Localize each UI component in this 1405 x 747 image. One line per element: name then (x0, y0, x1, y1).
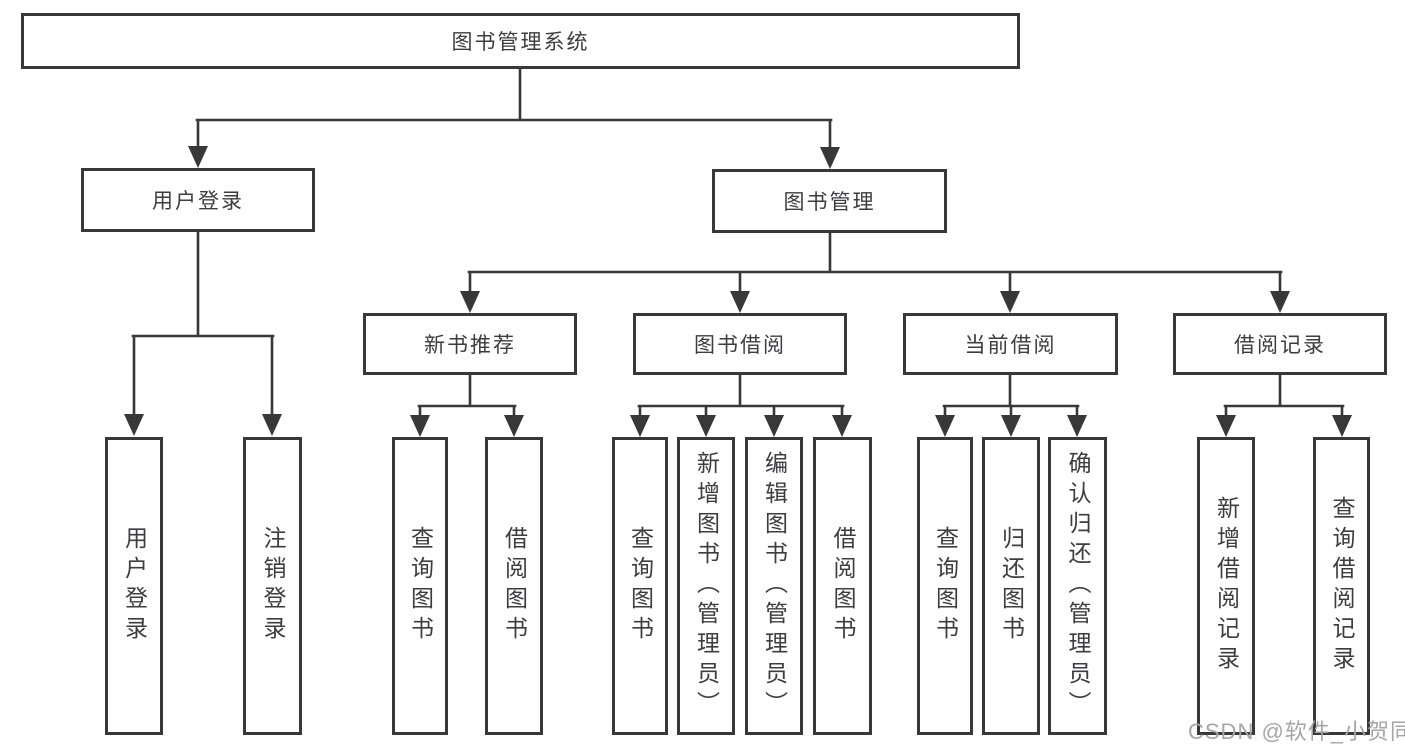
node-label: 借阅图书 (830, 526, 856, 646)
node-leaf-query-borrow-record: 查询借阅记录 (1313, 437, 1370, 735)
node-label: 查询图书 (627, 526, 654, 646)
csdn-watermark: CSDN @软件_小贺同学 (1188, 719, 1405, 744)
node-new-book-recommend: 新书推荐 (363, 313, 577, 375)
node-leaf-user-login: 用户登录 (105, 437, 163, 735)
node-book-management: 图书管理 (712, 169, 947, 233)
node-label: 用户登录 (152, 190, 244, 213)
node-leaf-edit-book-admin: 编辑图书（管理员） (745, 437, 803, 735)
arrowhead-icon (630, 415, 650, 437)
connector-new-book-rec-branch (417, 373, 517, 423)
node-label: 确认归还（管理员） (1065, 451, 1091, 721)
node-leaf-confirm-return-admin: 确认归还（管理员） (1048, 437, 1107, 735)
arrowhead-icon (1216, 415, 1236, 437)
node-label: 新书推荐 (424, 334, 516, 357)
arrowhead-icon (696, 415, 716, 437)
connector-borrow-records-branch (1223, 373, 1345, 423)
node-leaf-query-book-2: 查询图书 (612, 437, 668, 735)
node-label: 用户登录 (121, 526, 148, 646)
node-label: 新增图书（管理员） (693, 451, 720, 721)
arrowhead-icon (460, 291, 480, 313)
node-label: 图书管理 (783, 191, 876, 214)
node-leaf-return-book: 归还图书 (982, 437, 1040, 735)
node-library-system: 图书管理系统 (21, 13, 1020, 69)
node-label: 当前借阅 (964, 334, 1057, 357)
node-label: 借阅图书 (501, 526, 528, 646)
connector-book-mgmt-branch (467, 231, 1283, 297)
node-label: 查询图书 (932, 526, 959, 646)
connector-current-borrow-branch (942, 373, 1080, 423)
node-label: 借阅记录 (1234, 334, 1326, 357)
arrowhead-icon (832, 415, 852, 437)
node-leaf-query-book-3: 查询图书 (917, 437, 973, 735)
arrowhead-icon (1270, 291, 1290, 313)
arrowhead-icon (188, 146, 208, 168)
node-book-borrow: 图书借阅 (633, 313, 847, 375)
arrowhead-icon (1001, 415, 1021, 437)
arrowhead-icon (410, 415, 430, 437)
node-label: 归还图书 (998, 526, 1025, 646)
arrowhead-icon (124, 414, 144, 436)
node-user-login: 用户登录 (81, 168, 315, 232)
node-label: 查询图书 (407, 526, 434, 646)
connector-root-branch (195, 66, 833, 153)
arrowhead-icon (1332, 415, 1352, 437)
node-leaf-add-borrow-record: 新增借阅记录 (1197, 437, 1255, 735)
node-leaf-borrow-book-2: 借阅图书 (813, 437, 872, 735)
connector-user-login-branch (131, 230, 275, 422)
arrowhead-icon (935, 415, 955, 437)
arrowhead-icon (504, 415, 524, 437)
arrowhead-icon (1067, 415, 1087, 437)
node-leaf-borrow-book-1: 借阅图书 (485, 437, 543, 735)
node-label: 注销登录 (260, 526, 286, 646)
node-label: 编辑图书（管理员） (761, 451, 788, 721)
connector-book-borrow-branch (637, 373, 845, 423)
arrowhead-icon (764, 415, 784, 437)
node-leaf-add-book-admin: 新增图书（管理员） (677, 437, 735, 735)
arrowhead-icon (1000, 291, 1020, 313)
node-current-borrow: 当前借阅 (903, 313, 1118, 375)
node-label: 图书管理系统 (451, 31, 590, 54)
arrowhead-icon (262, 414, 282, 436)
node-leaf-logout: 注销登录 (243, 437, 302, 735)
node-borrow-records: 借阅记录 (1173, 313, 1387, 375)
arrowhead-icon (730, 291, 750, 313)
arrowhead-icon (820, 147, 840, 169)
node-label: 新增借阅记录 (1213, 496, 1240, 676)
node-label: 图书借阅 (694, 334, 786, 357)
node-leaf-query-book-1: 查询图书 (392, 437, 448, 735)
node-label: 查询借阅记录 (1329, 496, 1355, 676)
